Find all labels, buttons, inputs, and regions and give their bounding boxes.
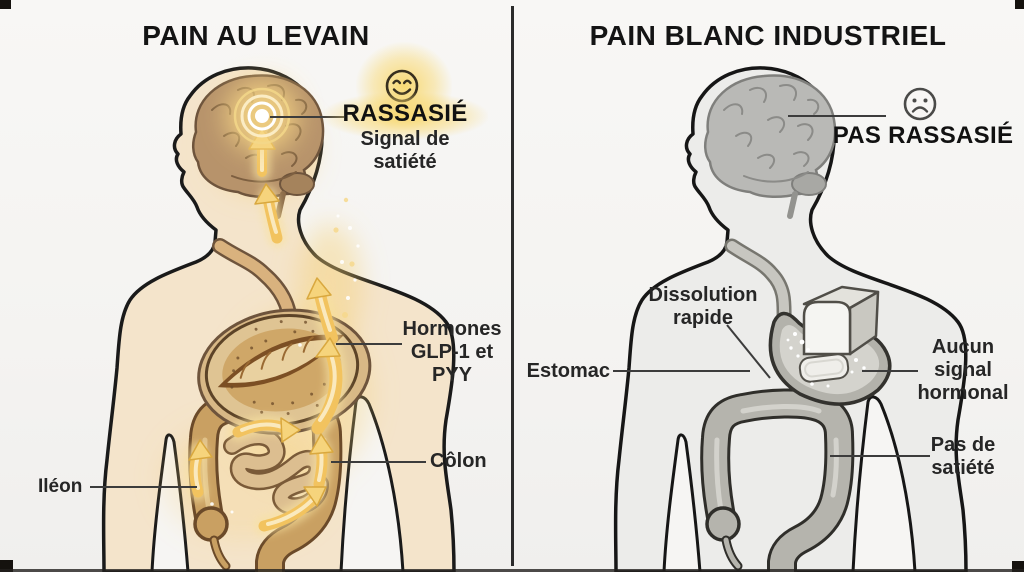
corner-artifact [1012, 561, 1024, 572]
satiety-status-label-left: RASSASIÉ [342, 100, 468, 127]
small-intestine-left [223, 427, 329, 516]
panel-divider [511, 6, 514, 566]
dissolution-label: Dissolution rapide [648, 284, 758, 329]
sourdough-loaf-icon [204, 313, 360, 427]
right-body-illustration [613, 66, 968, 572]
estomac-label: Estomac [526, 360, 610, 382]
right-panel-title: PAIN BLANC INDUSTRIEL [589, 20, 947, 51]
aucun-signal-label: Aucun signal hormonal [917, 336, 1009, 404]
left-body-illustration [90, 66, 456, 572]
hormones-label: Hormones GLP-1 et PYY [402, 318, 502, 386]
satiety-signal-target [226, 80, 298, 152]
colon-right [700, 388, 855, 572]
white-bread-loaf-icon [786, 285, 880, 388]
pas-de-satiete-label: Pas de satiété [930, 434, 996, 479]
satiety-status-label-right: PAS RASSASIÉ [832, 122, 1014, 149]
left-panel-title: PAIN AU LEVAIN [142, 20, 370, 51]
sad-face-icon [898, 82, 942, 126]
ileon-label: Iléon [38, 476, 83, 497]
bread-crumbs [786, 332, 866, 388]
colon-label: Côlon [430, 450, 487, 472]
bottom-frame-line [0, 569, 1024, 572]
corner-artifact [0, 0, 11, 9]
hormone-flow-arrows [185, 127, 360, 536]
right-arm-gap-2 [662, 433, 702, 572]
brain-illustration-right [704, 74, 837, 219]
right-arm-gap [851, 395, 917, 572]
satiety-signal-sublabel: Signal de satiété [360, 128, 450, 173]
right-connector-lines [613, 115, 930, 457]
corner-artifact [1015, 0, 1024, 9]
